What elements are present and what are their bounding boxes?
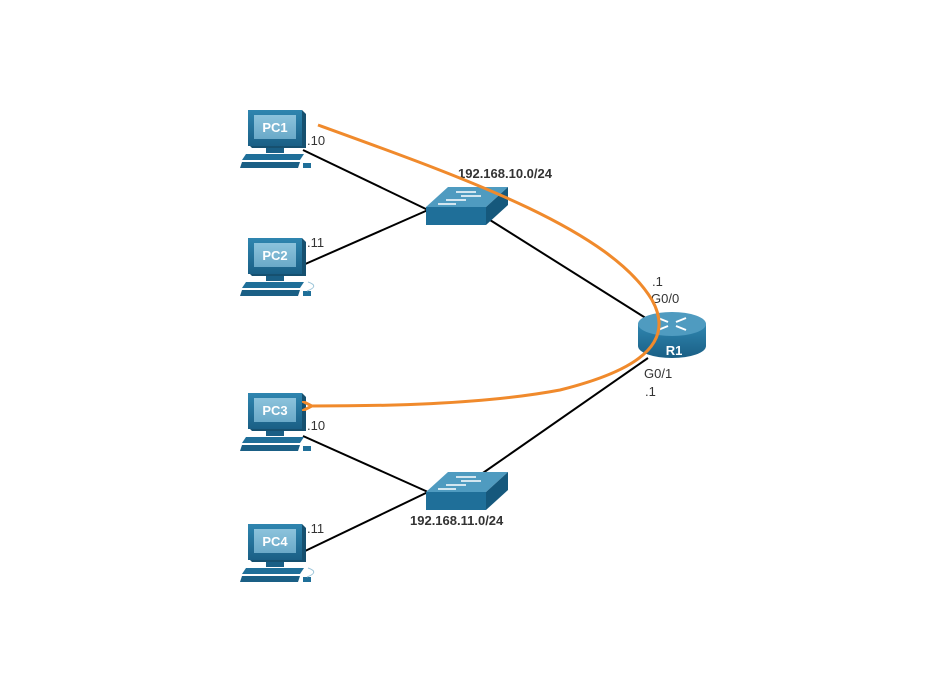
- switch-s2[interactable]: [426, 472, 508, 510]
- switch-arrows-icon: [438, 191, 481, 205]
- pc1-host-address: .10: [307, 133, 325, 148]
- link-pc4-s2: [302, 491, 429, 553]
- pc3-host-address: .10: [307, 418, 325, 433]
- pc1-label: PC1: [262, 120, 287, 135]
- router-g01-address: .1: [645, 384, 656, 399]
- link-pc3-s2: [302, 435, 429, 493]
- pc4[interactable]: PC4: [240, 524, 315, 582]
- switch-arrows-icon: [438, 476, 481, 490]
- router-label: R1: [666, 343, 683, 358]
- traffic-flow-path: [310, 123, 661, 406]
- pc1[interactable]: PC1: [240, 110, 311, 168]
- network-label-s2: 192.168.11.0/24: [410, 513, 504, 528]
- pc2[interactable]: PC2: [240, 238, 315, 296]
- link-pc1-s1: [302, 149, 429, 211]
- link-s2-r1: [479, 357, 649, 476]
- pc4-host-address: .11: [307, 521, 324, 536]
- router-g00-address: .1: [652, 274, 663, 289]
- switch-s1[interactable]: [426, 187, 508, 225]
- link-s1-r1: [489, 219, 653, 323]
- router-g00-interface: G0/0: [651, 291, 679, 306]
- pc3[interactable]: PC3: [240, 393, 311, 451]
- pc2-label: PC2: [262, 248, 287, 263]
- pc2-host-address: .11: [307, 235, 324, 250]
- router-r1[interactable]: R1: [638, 312, 706, 358]
- network-label-s1: 192.168.10.0/24: [458, 166, 553, 181]
- pc4-label: PC4: [262, 534, 288, 549]
- router-g01-interface: G0/1: [644, 366, 672, 381]
- link-pc2-s1: [302, 209, 429, 266]
- pc3-label: PC3: [262, 403, 287, 418]
